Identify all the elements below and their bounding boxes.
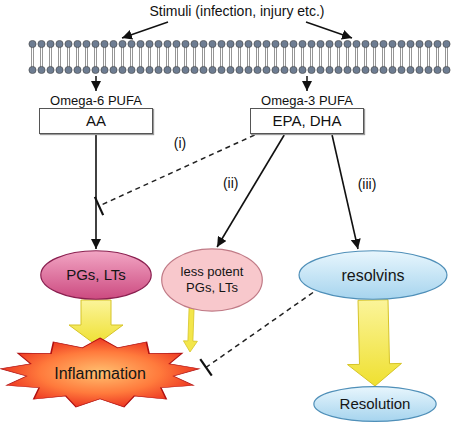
mediator-ellipse: resolvins xyxy=(298,250,448,300)
box-frame: AA xyxy=(39,108,153,134)
outcome-ellipse: Resolution xyxy=(313,386,437,422)
fatty-acid-box: Omega-3 PUFA EPA, DHA xyxy=(250,93,364,134)
arrow-line xyxy=(95,135,97,249)
text-wrap: Inflammation xyxy=(54,364,146,383)
inhibition-line xyxy=(99,135,255,206)
block-arrow-shape xyxy=(348,300,402,386)
release-arrow xyxy=(306,76,308,91)
inhibition-bar xyxy=(95,197,103,215)
stimulus-label: Stimuli (infection, injury etc.) xyxy=(147,3,326,19)
arrow-line xyxy=(332,135,358,249)
stimulus-arrow xyxy=(122,22,168,38)
box-text: AA xyxy=(48,112,144,130)
burst-outline xyxy=(1,338,200,407)
ellipse-outline xyxy=(299,251,447,300)
arrow-connector xyxy=(217,135,284,247)
mediator-ellipse: PGs, LTs xyxy=(40,250,152,300)
node-text: Inflammation xyxy=(54,364,146,383)
arrow-line xyxy=(217,135,284,247)
text-wrap: less potent PGs, LTs xyxy=(174,264,250,296)
node-text: Resolution xyxy=(340,395,411,413)
box-heading: Omega-3 PUFA xyxy=(250,93,364,108)
release-arrow xyxy=(95,76,97,91)
arrow-connector xyxy=(332,135,358,249)
node-text: resolvins xyxy=(341,266,404,285)
box-frame: EPA, DHA xyxy=(250,108,364,134)
inflammation-burst: Inflammation xyxy=(0,338,200,408)
box-text: EPA, DHA xyxy=(259,112,355,130)
inhibition-connector xyxy=(95,135,255,215)
thin-arrow xyxy=(183,307,197,352)
stimulus-arrow xyxy=(306,22,352,38)
thin-arrow-shape xyxy=(183,307,197,352)
mediator-ellipse: less potent PGs, LTs xyxy=(161,248,263,312)
box-heading: Omega-6 PUFA xyxy=(39,93,153,108)
ellipse-outline xyxy=(314,387,436,422)
pathway-number: (i) xyxy=(172,135,188,151)
ellipse-outline xyxy=(41,251,151,300)
node-text: less potent PGs, LTs xyxy=(174,264,250,296)
text-wrap: PGs, LTs xyxy=(66,266,126,284)
text-wrap: Resolution xyxy=(340,395,411,413)
fatty-acid-box: Omega-6 PUFA AA xyxy=(39,93,153,134)
inhibition-bar xyxy=(200,359,211,375)
block-arrow xyxy=(69,300,123,345)
arrow-connector xyxy=(96,135,97,249)
lipid-bilayer xyxy=(28,40,451,74)
pathway-number: (iii) xyxy=(356,176,379,192)
node-text: PGs, LTs xyxy=(66,266,126,284)
block-arrow-shape xyxy=(69,300,123,345)
ellipse-outline xyxy=(162,249,263,311)
block-arrow xyxy=(348,300,402,386)
text-wrap: resolvins xyxy=(341,266,404,285)
pathway-number: (ii) xyxy=(221,175,241,191)
